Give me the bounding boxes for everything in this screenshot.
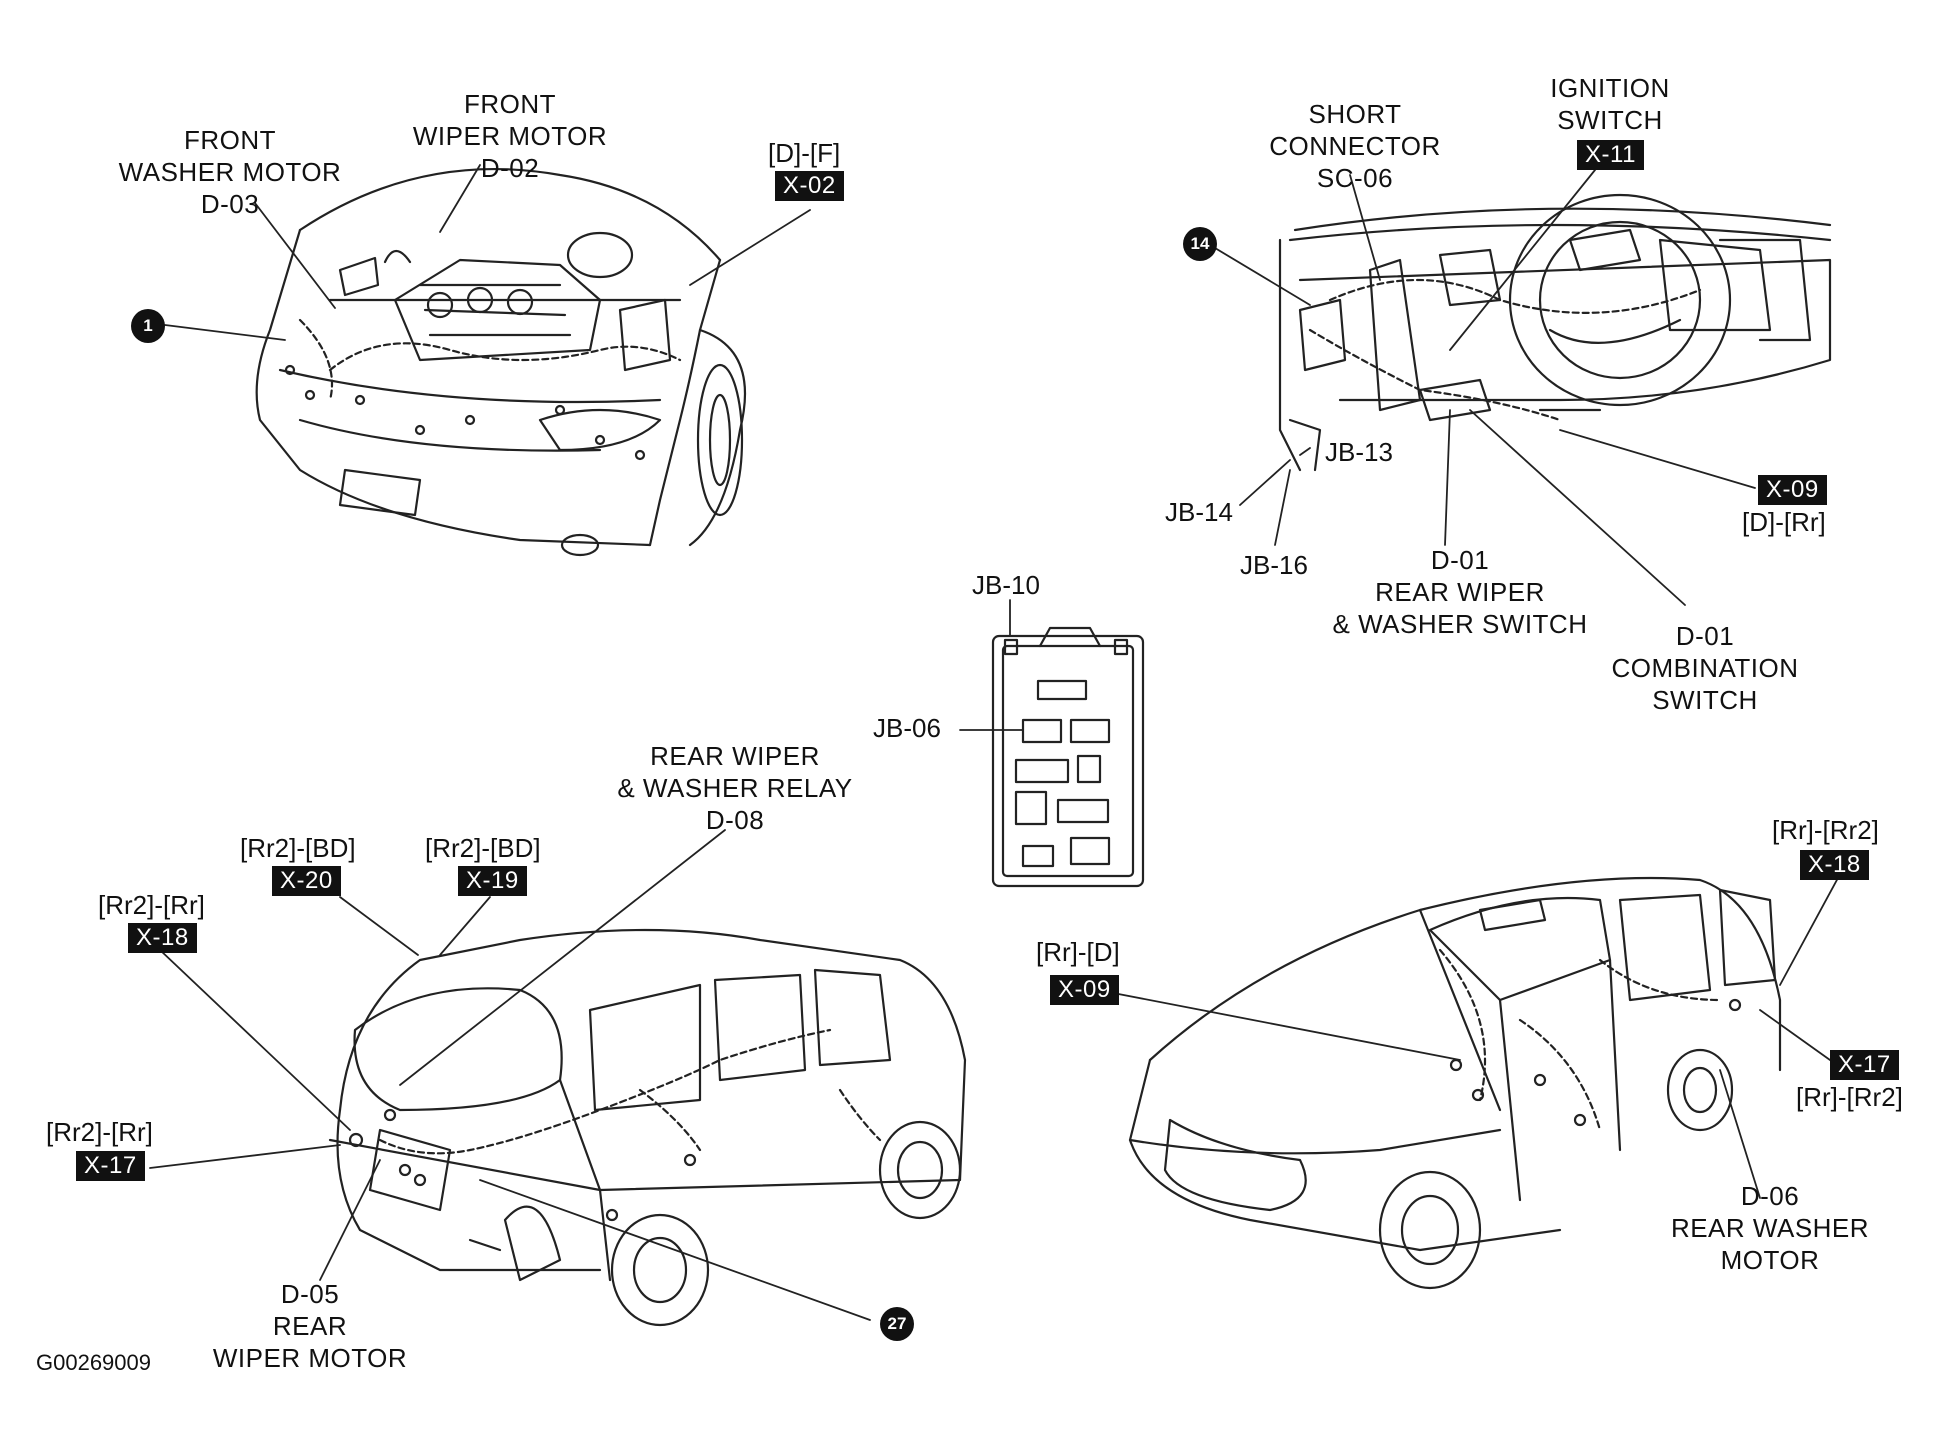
- rear-wiper-washer-relay-label: REAR WIPER & WASHER RELAY D-08: [590, 740, 880, 836]
- label-line: D-01: [1430, 545, 1490, 575]
- label-line: IGNITION: [1550, 73, 1670, 103]
- label-line: COMBINATION: [1611, 653, 1799, 683]
- rear-wiper-washer-switch-label: D-01 REAR WIPER & WASHER SWITCH: [1300, 544, 1620, 640]
- label-line: D-06: [1740, 1181, 1800, 1211]
- engine-bay-illustration: [255, 167, 747, 557]
- label-line: WIPER MOTOR: [412, 121, 608, 151]
- connector-tag: X-09: [1050, 975, 1119, 1005]
- junction-block-label: JB-14: [1165, 497, 1233, 527]
- connector-tag: X-02: [775, 171, 844, 201]
- ignition-switch-label: IGNITION SWITCH: [1520, 72, 1700, 136]
- connector-pair-label: [Rr2]-[Rr]: [98, 890, 205, 920]
- label-line: WASHER MOTOR: [118, 157, 342, 187]
- label-line: CONNECTOR: [1269, 131, 1441, 161]
- connector-pair-label: [Rr2]-[BD]: [425, 833, 541, 863]
- junction-block-label: JB-06: [873, 713, 941, 743]
- connector-pair-label: [Rr]-[Rr2]: [1796, 1082, 1903, 1112]
- minivan-rear-illustration: [328, 928, 967, 1327]
- label-line: REAR WIPER: [1375, 577, 1545, 607]
- label-line: WIPER MOTOR: [212, 1343, 408, 1373]
- minivan-front-illustration: [1128, 876, 1782, 1290]
- combination-switch-label: D-01 COMBINATION SWITCH: [1580, 620, 1830, 716]
- label-line: REAR WASHER: [1670, 1213, 1870, 1243]
- label-line: FRONT: [183, 125, 277, 155]
- connector-pair-label: [D]-[Rr]: [1742, 507, 1826, 537]
- label-line: SWITCH: [1557, 105, 1663, 135]
- ground-point-marker: 27: [880, 1307, 914, 1341]
- dashboard-illustration: [1278, 193, 1832, 472]
- connector-tag: X-19: [458, 866, 527, 896]
- junction-block-label: JB-13: [1325, 437, 1393, 467]
- connector-pair-label: [Rr]-[D]: [1036, 937, 1120, 967]
- label-line: SHORT: [1308, 99, 1402, 129]
- label-line: SWITCH: [1652, 685, 1758, 715]
- connector-tag: X-20: [272, 866, 341, 896]
- junction-block-label: JB-10: [972, 570, 1040, 600]
- connector-tag: X-18: [128, 923, 197, 953]
- label-line: SC-06: [1316, 163, 1394, 193]
- connector-pair-label: [Rr]-[Rr2]: [1772, 815, 1879, 845]
- front-washer-motor-label: FRONT WASHER MOTOR D-03: [100, 124, 360, 220]
- figure-id: G00269009: [36, 1350, 151, 1375]
- junction-block-label: JB-16: [1240, 550, 1308, 580]
- connector-pair-label: [Rr2]-[Rr]: [46, 1117, 153, 1147]
- label-line: MOTOR: [1720, 1245, 1820, 1275]
- rear-washer-motor-label: D-06 REAR WASHER MOTOR: [1650, 1180, 1890, 1276]
- label-line: REAR: [272, 1311, 348, 1341]
- label-line: & WASHER RELAY: [617, 773, 853, 803]
- connector-tag: X-18: [1800, 850, 1869, 880]
- leader-lines: [149, 164, 1846, 1321]
- short-connector-label: SHORT CONNECTOR SC-06: [1255, 98, 1455, 194]
- label-line: D-05: [280, 1279, 340, 1309]
- connector-pair-label: [Rr2]-[BD]: [240, 833, 356, 863]
- connector-tag: X-17: [1830, 1050, 1899, 1080]
- front-wiper-motor-label: FRONT WIPER MOTOR D-02: [390, 88, 630, 184]
- connector-tag: X-17: [76, 1151, 145, 1181]
- label-line: REAR WIPER: [650, 741, 820, 771]
- label-line: FRONT: [463, 89, 557, 119]
- connector-pair-label: [D]-[F]: [768, 138, 841, 168]
- ground-point-marker: 14: [1183, 227, 1217, 261]
- ground-point-marker: 1: [131, 309, 165, 343]
- label-line: & WASHER SWITCH: [1332, 609, 1588, 639]
- label-line: D-02: [480, 153, 540, 183]
- rear-wiper-motor-label: D-05 REAR WIPER MOTOR: [185, 1278, 435, 1374]
- label-line: D-08: [705, 805, 765, 835]
- label-line: D-03: [200, 189, 260, 219]
- connector-tag: X-09: [1758, 475, 1827, 505]
- label-line: D-01: [1675, 621, 1735, 651]
- junction-block-illustration: [991, 626, 1145, 888]
- connector-tag: X-11: [1577, 140, 1644, 170]
